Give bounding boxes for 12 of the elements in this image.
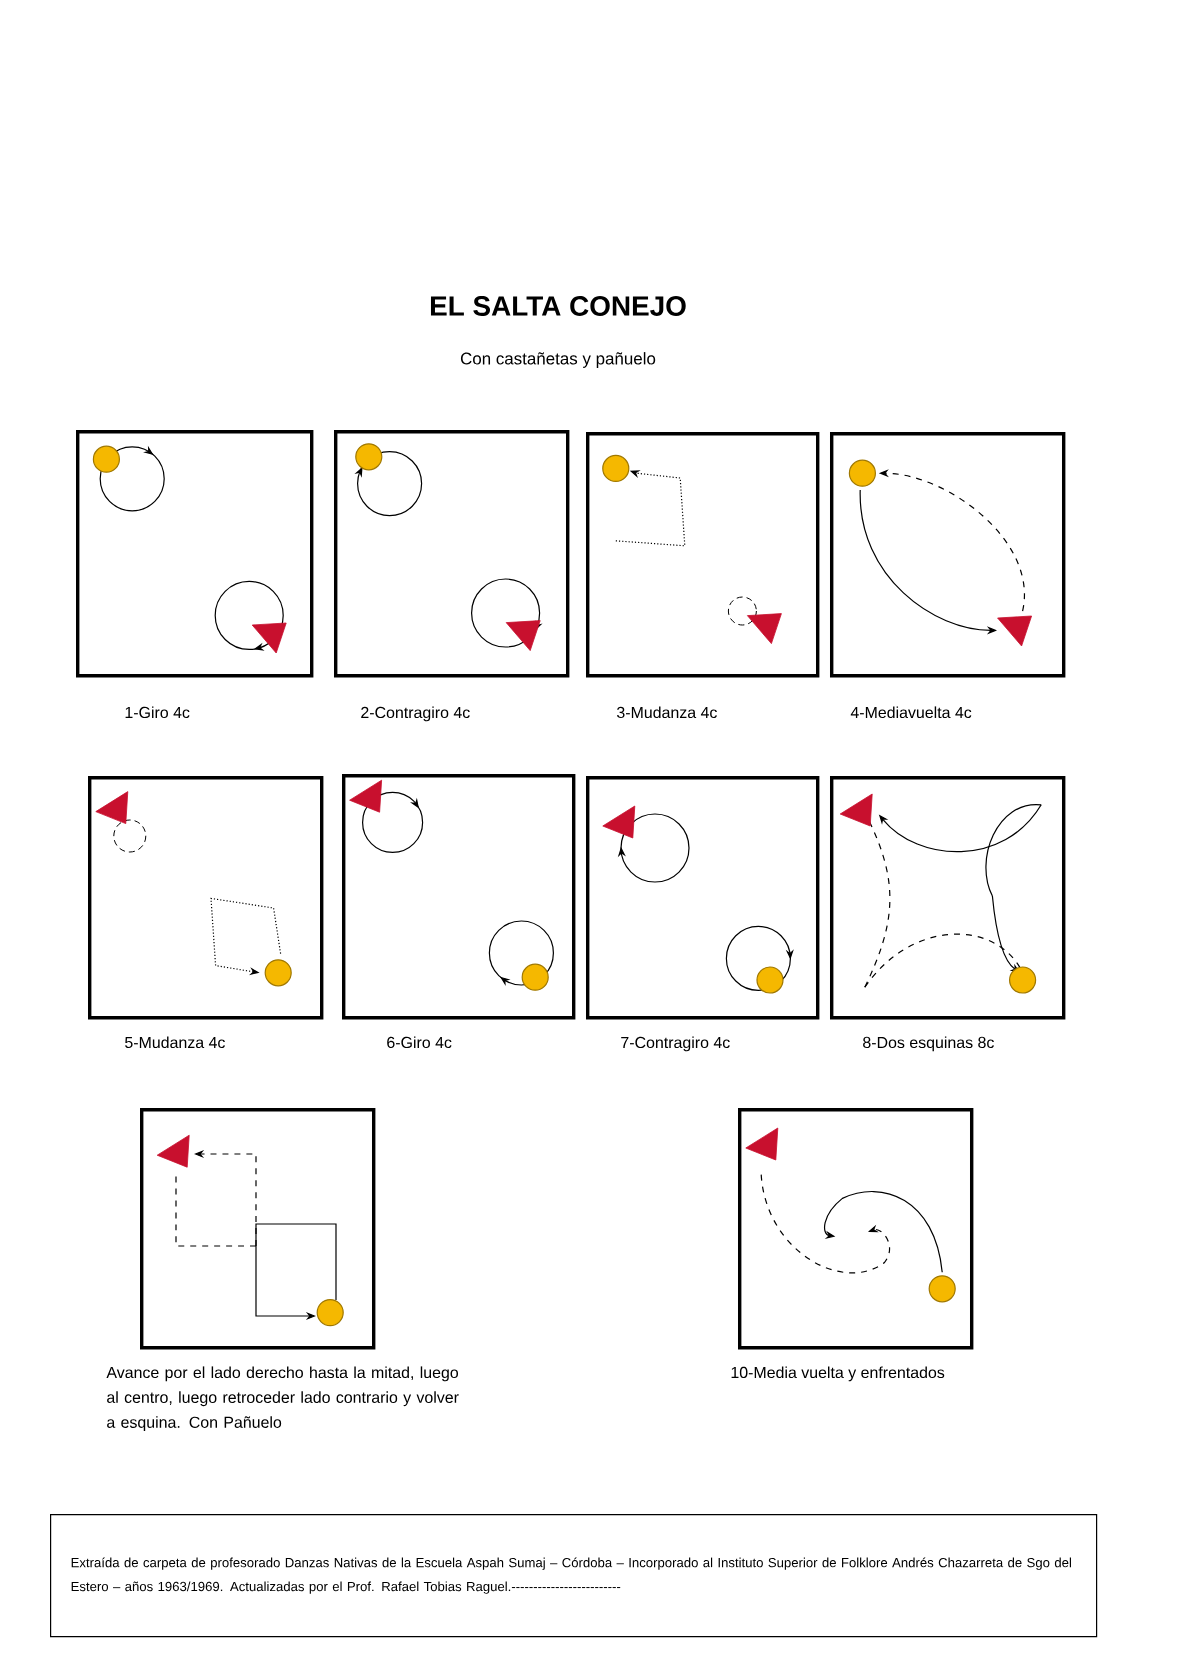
figure-box [738,1108,974,1350]
figure-box [586,776,820,1020]
figure-box [88,776,324,1020]
subtitle: Con castañetas y pañuelo [460,352,656,368]
figure-box [586,432,820,678]
figure-box [140,1108,376,1350]
figure-box [342,774,576,1020]
title: EL SALTA CONEJO [431,296,686,316]
figure-box [76,430,314,678]
figure-box [830,776,1066,1020]
figure-box [334,430,570,678]
figure-box [830,432,1066,678]
